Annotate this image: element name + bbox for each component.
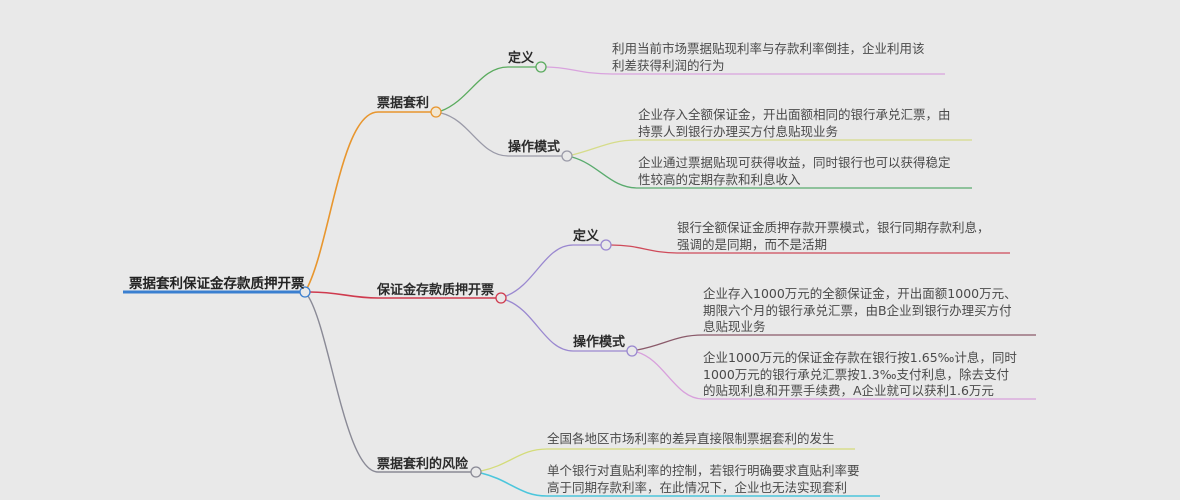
leaf-line: 企业通过票据贴现可获得收益，同时银行也可以获得稳定 [638, 155, 951, 170]
leaf-line: 利差获得利润的行为 [612, 57, 725, 73]
leaf-line: 持票人到银行办理买方付息贴现业务 [638, 123, 839, 139]
leaf-note[interactable]: 企业通过票据贴现可获得收益，同时银行也可以获得稳定 性较高的定期存款和利息收入 [638, 155, 951, 188]
leaf-line: 企业存入1000万元的全额保证金，开出面额1000万元、 [703, 286, 1017, 301]
leaf-line: 期限六个月的银行承兑汇票，由B企业到银行办理买方付 [703, 302, 1012, 318]
subtopic-operation-mode[interactable]: 操作模式 [508, 140, 561, 155]
leaf-note[interactable]: 全国各地区市场利率的差异直接限制票据套利的发生 [547, 431, 835, 448]
branch-topic-deposit-pledge[interactable]: 保证金存款质押开票 [377, 283, 495, 298]
root-node-circle [299, 286, 311, 298]
leaf-line: 息贴现业务 [703, 319, 766, 334]
leaf-note[interactable]: 企业1000万元的保证金存款在银行按1.65‰计息，同时 1000万元的银行承兑… [703, 350, 1017, 400]
subtopic-definition[interactable]: 定义 [573, 229, 600, 244]
branch-topic-arbitrage-risk[interactable]: 票据套利的风险 [377, 457, 469, 472]
leaf-note[interactable]: 企业存入1000万元的全额保证金，开出面额1000万元、 期限六个月的银行承兑汇… [703, 286, 1017, 336]
leaf-line: 强调的是同期，而不是活期 [677, 236, 828, 252]
leaf-line: 高于同期存款利率，在此情况下，企业也无法实现套利 [547, 479, 848, 495]
leaf-note[interactable]: 企业存入全额保证金，开出面额相同的银行承兑汇票，由 持票人到银行办理买方付息贴现… [638, 107, 951, 140]
leaf-note[interactable]: 银行全额保证金质押存款开票模式，银行同期存款利息， 强调的是同期，而不是活期 [677, 220, 990, 253]
subtopic-definition[interactable]: 定义 [508, 51, 535, 66]
leaf-note[interactable]: 利用当前市场票据贴现利率与存款利率倒挂，企业利用该 利差获得利润的行为 [612, 41, 925, 74]
leaf-line: 企业1000万元的保证金存款在银行按1.65‰计息，同时 [703, 350, 1017, 365]
branch-topic-bill-arbitrage[interactable]: 票据套利 [377, 96, 430, 111]
leaf-line: 1000万元的银行承兑汇票按1.3‰支付利息，除去支付 [703, 366, 1009, 382]
leaf-line: 性较高的定期存款和利息收入 [638, 171, 801, 187]
leaf-line: 单个银行对直贴利率的控制，若银行明确要求直贴利率要 [547, 463, 860, 478]
leaf-line: 全国各地区市场利率的差异直接限制票据套利的发生 [547, 431, 835, 446]
leaf-line: 利用当前市场票据贴现利率与存款利率倒挂，企业利用该 [612, 41, 925, 56]
subtopic-operation-mode[interactable]: 操作模式 [573, 335, 626, 350]
leaf-line: 企业存入全额保证金，开出面额相同的银行承兑汇票，由 [638, 107, 951, 122]
leaf-line: 银行全额保证金质押存款开票模式，银行同期存款利息， [677, 220, 990, 235]
leaf-note[interactable]: 单个银行对直贴利率的控制，若银行明确要求直贴利率要 高于同期存款利率，在此情况下… [547, 463, 860, 496]
root-topic[interactable]: 票据套利保证金存款质押开票 [129, 276, 305, 292]
leaf-line: 的贴现利息和开票手续费，A企业就可以获利1.6万元 [703, 383, 994, 398]
